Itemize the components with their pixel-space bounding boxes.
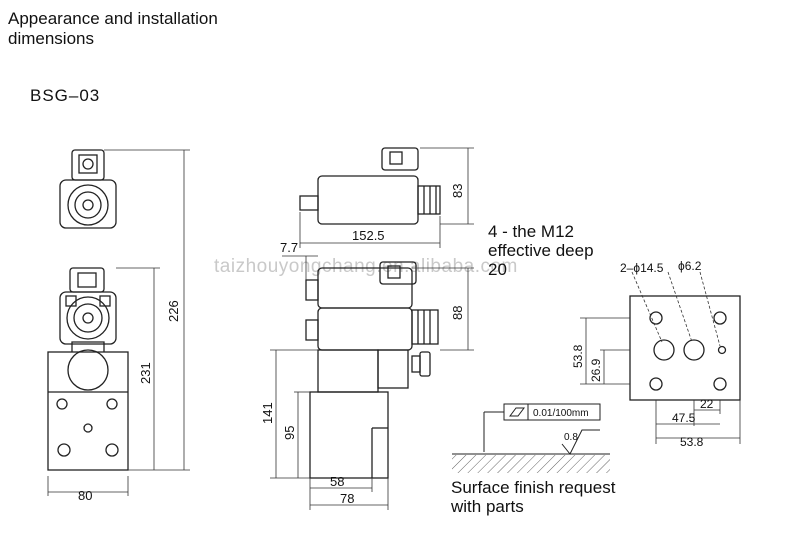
dim-height-26-9: 26.9 — [589, 358, 603, 382]
side-view-dimensions — [270, 255, 474, 510]
thread-note-line-2: effective deep — [488, 241, 594, 260]
dim-height-141: 141 — [260, 402, 275, 424]
surface-note-line-1: Surface finish request — [451, 478, 616, 497]
dim-height-231: 231 — [138, 362, 153, 384]
dim-height-88: 88 — [450, 306, 465, 320]
thread-note-line-1: 4 - the M12 — [488, 222, 574, 241]
dim-offset-7-7: 7.7 — [280, 240, 298, 255]
surface-note: Surface finish request with parts — [451, 478, 615, 516]
dim-height-53-8: 53.8 — [571, 344, 585, 368]
dim-height-95: 95 — [282, 426, 297, 440]
front-view-dimensions — [47, 149, 190, 496]
side-view-top-dimensions — [299, 147, 474, 248]
dim-width-22: 22 — [700, 397, 714, 411]
mounting-dimensions — [580, 271, 741, 444]
mounting-surface-view — [629, 295, 741, 401]
dim-width-58: 58 — [330, 474, 344, 489]
dim-hole-phi-6-2: ϕ6.2 — [678, 259, 702, 273]
dim-hole-phi-14-5: 2–ϕ14.5 — [620, 261, 664, 275]
dim-width-78: 78 — [340, 491, 354, 506]
watermark-text: taizhouyongchang.en.alibaba.com — [214, 256, 518, 277]
surface-note-line-2: with parts — [451, 497, 524, 516]
flatness-tolerance-frame — [483, 403, 601, 452]
side-view-assembled — [305, 261, 439, 479]
roughness-symbol — [561, 429, 600, 455]
roughness-value: 0.8 — [564, 432, 578, 443]
dim-width-53-8: 53.8 — [680, 435, 704, 449]
dim-width-80: 80 — [78, 488, 92, 503]
side-view-top — [299, 147, 441, 225]
front-view — [47, 149, 129, 471]
thread-note-line-3: 20 — [488, 260, 507, 279]
flatness-value: 0.01/100mm — [533, 408, 589, 419]
dim-width-47-5: 47.5 — [672, 411, 696, 425]
page-heading: Appearance and installation dimensions — [8, 9, 218, 48]
model-label: BSG–03 — [30, 86, 101, 105]
thread-note: 4 - the M12 effective deep 20 — [488, 222, 594, 279]
dim-length-152-5: 152.5 — [352, 228, 385, 243]
dim-height-226: 226 — [166, 300, 181, 322]
dim-height-83: 83 — [450, 184, 465, 198]
surface-hatch — [452, 455, 610, 473]
